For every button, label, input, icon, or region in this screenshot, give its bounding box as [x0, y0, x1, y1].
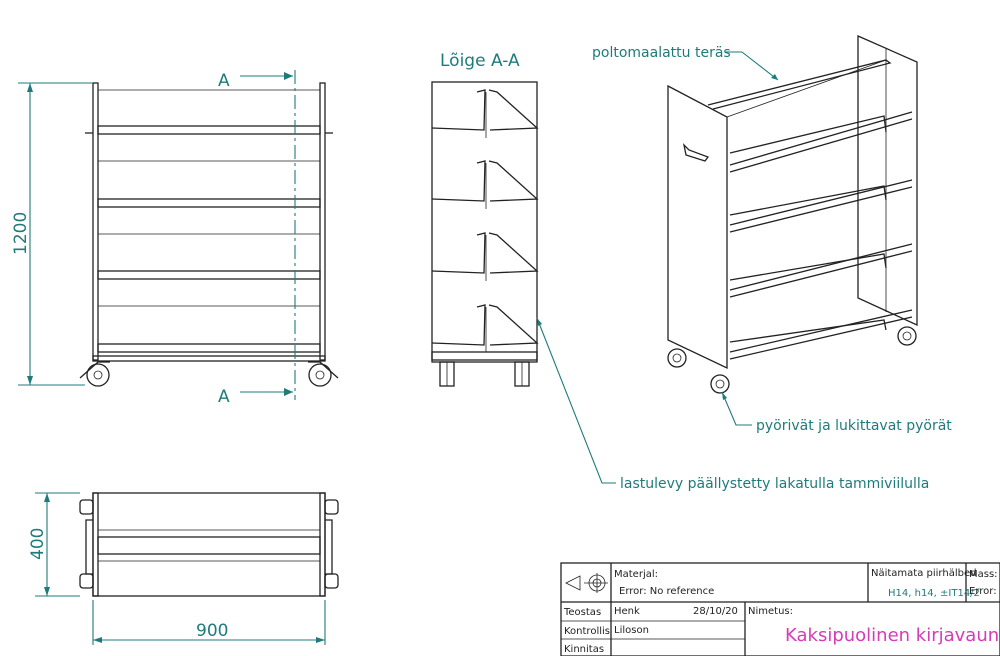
section-title: Lõige A-A — [440, 51, 520, 71]
material-label: Materjal: — [614, 569, 658, 580]
scale-value: Error: — [969, 586, 997, 597]
isometric-view — [667, 35, 918, 394]
height-dimension: 1200 — [11, 212, 31, 255]
front-wheel-right — [308, 361, 339, 387]
front-wheel-left — [79, 361, 110, 387]
callout-wheels: pyörivät ja lukittavat pyörät — [721, 391, 952, 434]
depth-dimension: 400 — [28, 528, 48, 560]
material-value: Error: No reference — [619, 586, 714, 597]
checked-label: Kontrollis — [564, 626, 610, 637]
section-view: Lõige A-A — [431, 51, 539, 387]
author-label: Teostas — [563, 607, 601, 618]
front-view: A A 1200 — [11, 70, 339, 407]
name-label: Nimetus: — [748, 606, 793, 617]
section-marker-top: A — [218, 71, 230, 91]
front-shelves — [97, 125, 321, 353]
title-block: Materjal: Error: No reference Näitamata … — [560, 562, 1000, 656]
section-marker-bottom: A — [218, 387, 230, 407]
callout-steel: poltomaalattu teräs — [592, 45, 779, 81]
top-view: 400 900 — [28, 492, 339, 645]
approved-label: Kinnitas — [564, 644, 604, 655]
product-name: Kaksipuolinen kirjavaunu — [785, 625, 1000, 646]
note-board: lastulevy päällystetty lakatulla tammivi… — [620, 476, 929, 492]
projection-symbol-icon — [565, 573, 608, 593]
section-shelves — [431, 89, 539, 352]
iso-shelves — [726, 59, 913, 360]
author-name: Henk — [614, 606, 640, 617]
callout-board: lastulevy päällystetty lakatulla tammivi… — [536, 317, 929, 492]
tolerance-value: H14, h14, ±IT14/2 — [888, 588, 980, 599]
scale-label: Mass: — [969, 569, 998, 580]
note-wheels: pyörivät ja lukittavat pyörät — [756, 418, 952, 434]
author-date: 28/10/20 — [693, 606, 738, 617]
width-dimension: 900 — [196, 621, 228, 641]
note-steel: poltomaalattu teräs — [592, 45, 731, 61]
tolerance-label: Näitamata piirhälbed — [871, 568, 976, 579]
checked-name: Liloson — [614, 625, 649, 636]
